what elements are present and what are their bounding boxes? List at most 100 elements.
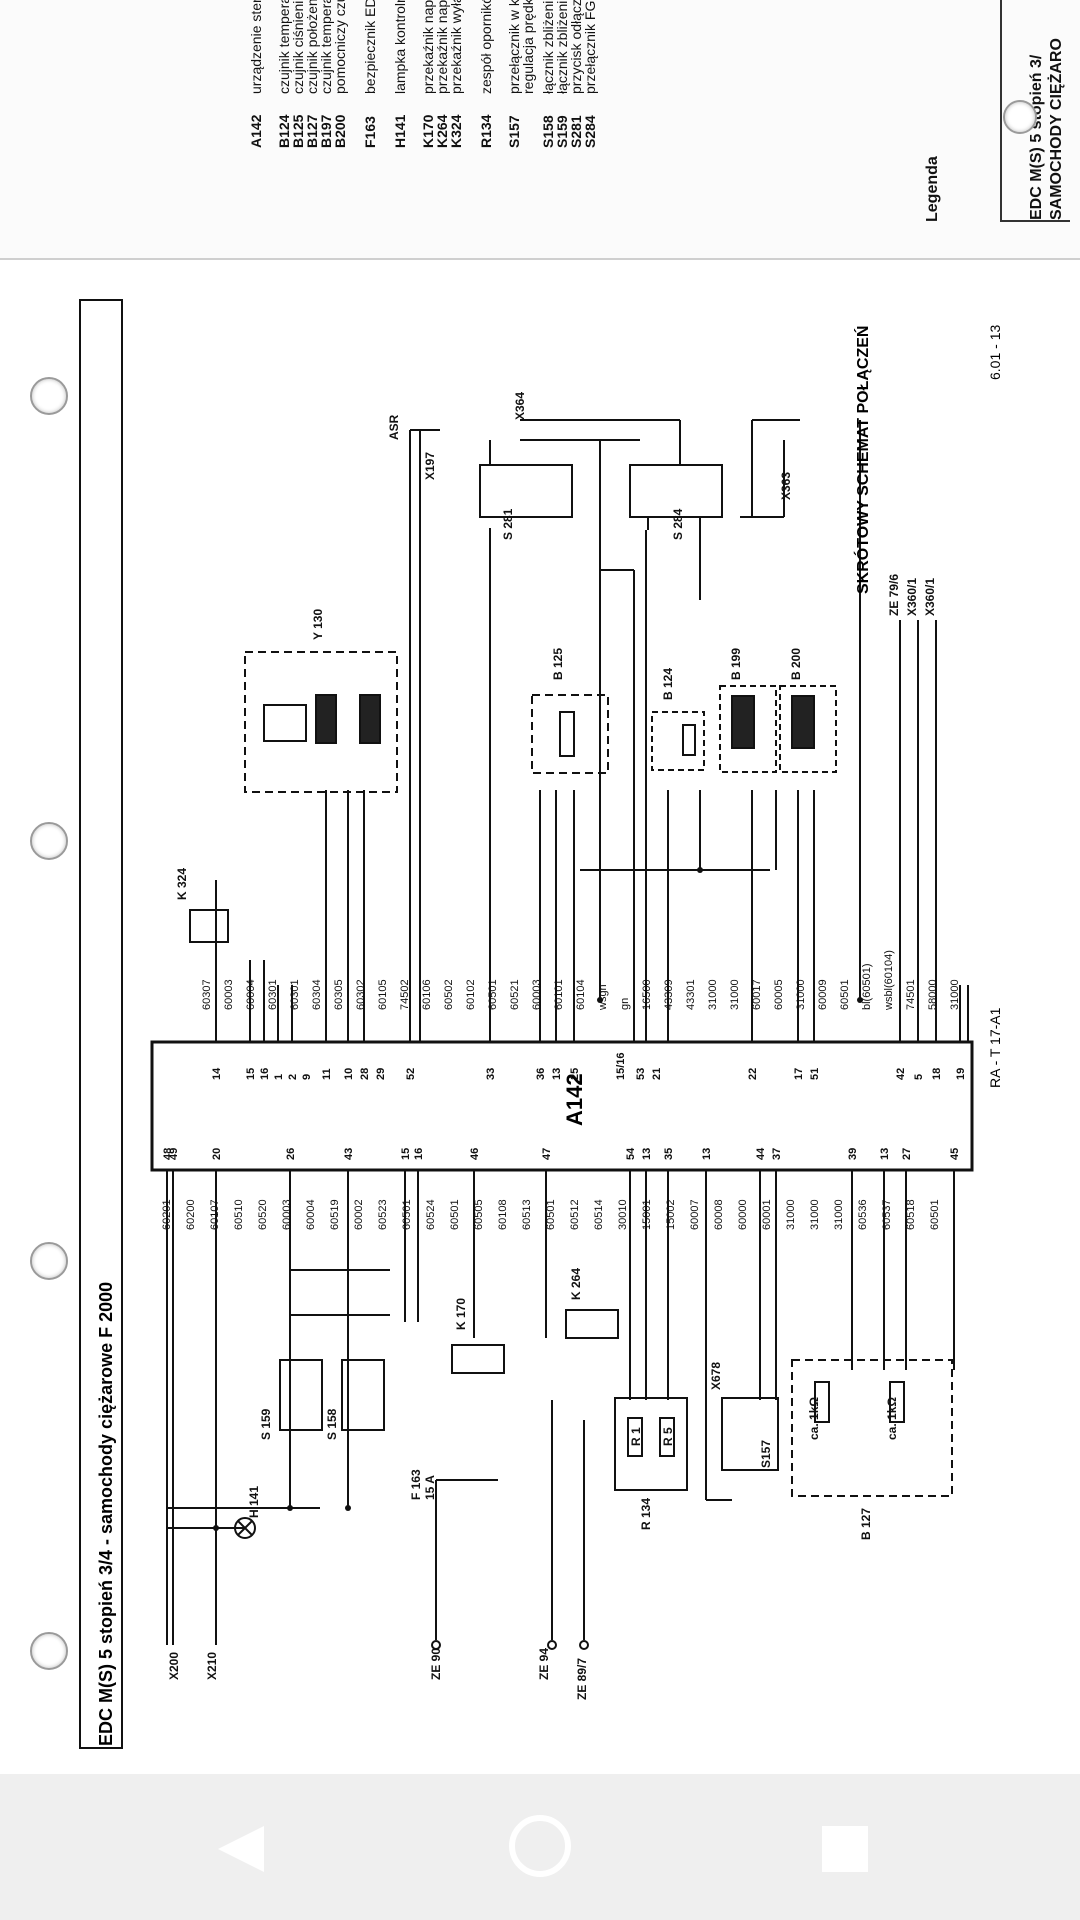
ecu-box [150, 1040, 974, 1172]
wire-number: 31000 [785, 1199, 797, 1230]
component-label-x3601a: X360/1 [905, 578, 919, 616]
wire-number: 60007 [689, 1199, 701, 1230]
wire-number: 60301 [267, 979, 279, 1010]
ecu-pin-right: 52 [405, 1068, 417, 1080]
ecu-pin-left: 13 [879, 1148, 891, 1160]
wire-number: 15002 [665, 1199, 677, 1230]
wire-number: 60501 [401, 1199, 413, 1230]
wire-number: 60005 [773, 979, 785, 1010]
ecu-pin-right: 5 [913, 1074, 925, 1080]
legend-text: regulacja prędk [520, 0, 536, 94]
wire-number: 60302 [355, 979, 367, 1010]
ecu-pin-left: 13 [701, 1148, 713, 1160]
ecu-pin-right: 19 [955, 1068, 967, 1080]
component-label-asr: ASR [387, 414, 401, 440]
wire-number: bl(60501) [861, 964, 873, 1010]
component-label-y130: Y 130 [311, 609, 325, 640]
legend-text: zespół opornikó [478, 0, 494, 94]
component-label-f163_rating: 15 A [423, 1475, 437, 1500]
diagram-title: EDC M(S) 5 stopień 3/4 - samochody cięża… [96, 1282, 116, 1746]
schematic-sheet: EDC M(S) 5 stopień 3/4 - samochody cięża… [0, 262, 1080, 1774]
ecu-pin-left: 43 [343, 1148, 355, 1160]
wire-number: 60008 [713, 1199, 725, 1230]
legend-text: urządzenie steru [248, 0, 264, 94]
wire-number: 60107 [209, 1199, 221, 1230]
component-label-x200: X200 [167, 1652, 181, 1680]
ecu-pin-right: 15 [245, 1068, 257, 1080]
ecu-pin-right: 42 [895, 1068, 907, 1080]
legend-code: S284 [582, 115, 598, 148]
legend-item: R134 zespół opornikó [478, 0, 494, 148]
ecu-pin-left: 49 [168, 1148, 180, 1160]
wire-number: 60518 [905, 1199, 917, 1230]
recents-button[interactable] [810, 1814, 880, 1884]
punch-hole [30, 1242, 68, 1280]
component-label-s157: S157 [759, 1440, 773, 1468]
punch-hole [30, 377, 68, 415]
component-label-b127: B 127 [859, 1508, 873, 1540]
legend-item: S284przełącznik FGF [582, 0, 598, 148]
legend-item: F163bezpiecznik EDC [362, 0, 378, 148]
home-button[interactable] [500, 1804, 580, 1888]
ecu-pin-right: 14 [211, 1067, 223, 1080]
legend-title: Legenda [924, 156, 941, 222]
legend-code: B200 [332, 114, 348, 148]
ecu-pin-left: 37 [771, 1148, 783, 1160]
back-button[interactable] [200, 1814, 280, 1884]
punch-hole [30, 822, 68, 860]
ecu-pin-left: 47 [541, 1148, 553, 1160]
ecu-pin-right: 22 [747, 1068, 759, 1080]
wire-number: 60003 [531, 979, 543, 1010]
wire-number: 60502 [443, 979, 455, 1010]
ecu-pin-left: 27 [901, 1148, 913, 1160]
punch-hole [1003, 100, 1037, 134]
wire-number: wsbl(60104) [883, 950, 895, 1011]
legend-item: H141lampka kontroln [392, 0, 408, 148]
wire-number: 60524 [425, 1199, 437, 1230]
wire-number: 31000 [833, 1199, 845, 1230]
wire-number: 60523 [377, 1199, 389, 1230]
wire-number: 60501 [929, 1199, 941, 1230]
component-label-k264: K 264 [569, 1268, 583, 1300]
wire-number: 60501 [839, 979, 851, 1010]
component-label-s284: S 284 [671, 508, 685, 540]
drawing-ref: RA - T 17-A1 [987, 1007, 1003, 1088]
wire-number: 60200 [185, 1199, 197, 1230]
legend-code: F163 [362, 116, 378, 148]
ecu-pin-right: 25 [569, 1068, 581, 1080]
component-label-x364: X364 [513, 392, 527, 420]
ecu-pin-left: 45 [949, 1148, 961, 1160]
ecu-pin-right: 36 [535, 1068, 547, 1080]
wire-number: 60003 [281, 1199, 293, 1230]
component-label-f163: F 163 [409, 1469, 423, 1500]
component-label-x3601b: X360/1 [923, 578, 937, 616]
component-label-k170: K 170 [454, 1298, 468, 1330]
ecu-pin-right: 21 [651, 1068, 663, 1080]
legend-code: R134 [478, 114, 494, 148]
legend-code: K324 [448, 114, 464, 148]
wire-number: wsgn [597, 984, 609, 1011]
ecu-pin-right: 15/16 [615, 1052, 627, 1080]
punch-hole [30, 1632, 68, 1670]
wire-number: 60519 [329, 1199, 341, 1230]
component-label-ze94: ZE 94 [537, 1648, 551, 1680]
wire-number: 60505 [473, 1199, 485, 1230]
legend-text: przekaźnik wyłą [448, 0, 464, 94]
diagram-header: SKRÓTOWY SCHEMAT POŁĄCZEŃ [853, 326, 872, 594]
legend-text: pomocniczy czu [332, 0, 348, 94]
wire-number: 16500 [641, 979, 653, 1010]
wire-number: 60307 [201, 979, 213, 1010]
wiring-diagram: EDC M(S) 5 stopień 3/4 - samochody cięża… [79, 299, 1003, 1749]
ecu-pin-left: 26 [285, 1148, 297, 1160]
ecu-pin-right: 1 [273, 1074, 285, 1080]
component-label-r134: R 134 [639, 1498, 653, 1530]
wire-number: 60201 [161, 1199, 173, 1230]
wire-number: 43301 [685, 979, 697, 1010]
legend-code: A142 [248, 114, 264, 148]
wire-number: 60001 [761, 1199, 773, 1230]
wire-number: 60004 [245, 979, 257, 1010]
wire-number: 60501 [487, 979, 499, 1010]
component-label-s159: S 159 [259, 1408, 273, 1440]
ecu-pin-right: 28 [359, 1068, 371, 1080]
wire-number: 15001 [641, 1199, 653, 1230]
